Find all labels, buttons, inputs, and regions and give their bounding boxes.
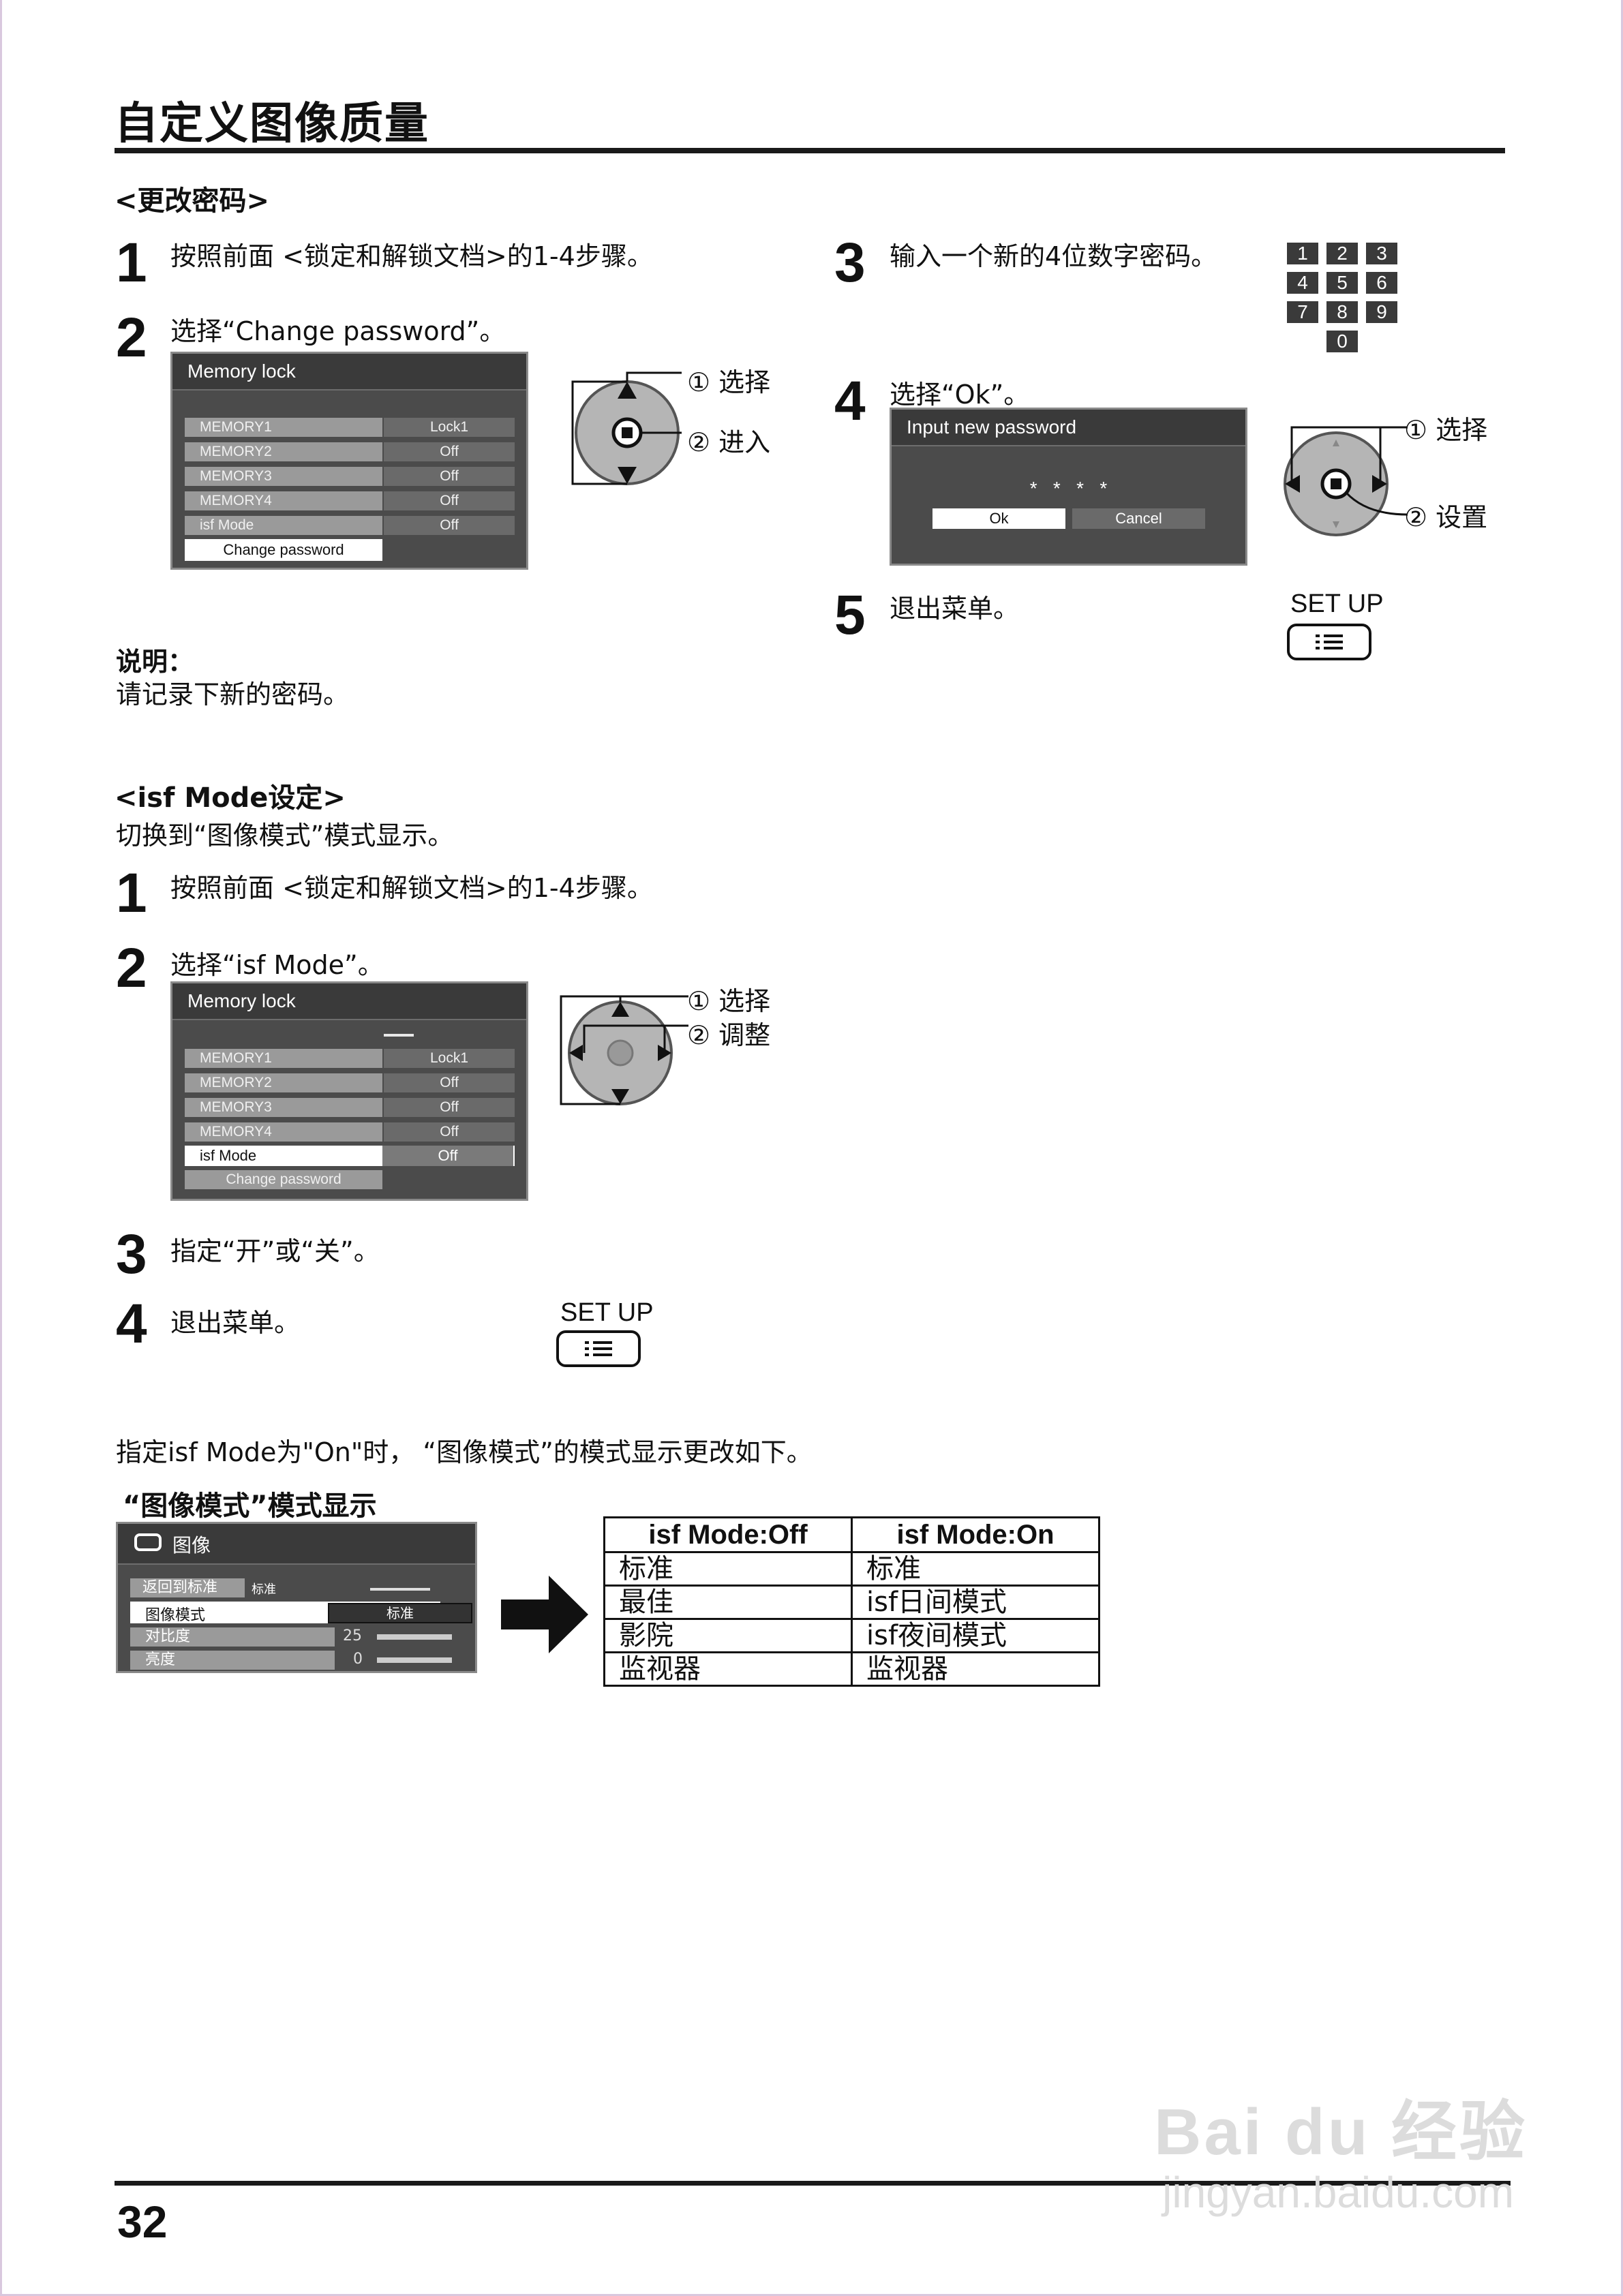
remote2-label-select: ① 选择 [1404,415,1488,445]
remote-dpad-select-enter [571,371,682,485]
isf-step1-number: 1 [116,862,147,924]
menu-row-change-password[interactable]: Change password [185,539,382,561]
key-7[interactable]: 7 [1287,301,1318,323]
remote3-label-select: ① 选择 [687,986,771,1016]
cp-step1-number: 1 [116,232,147,294]
key-6[interactable]: 6 [1366,272,1397,294]
cancel-button[interactable]: Cancel [1072,508,1205,529]
password-dialog: Input new password * * * * Ok Cancel [890,408,1247,566]
menu-title: Memory lock [172,983,526,1020]
contrast-slider[interactable] [377,1634,452,1640]
brightness-label: 亮度 [130,1651,335,1670]
picture-mode-row[interactable]: 图像模式 标准 [130,1602,472,1624]
page-border-bottom [0,2294,1623,2296]
menu-list-icon [585,1341,612,1356]
menu-list-icon [1316,634,1343,649]
menu-row-isf-mode-selected[interactable]: isf Mode Off [185,1146,515,1166]
isf-step2-text: 选择“isf Mode”。 [170,950,384,980]
watermark-url: jingyan.baidu.com [1162,2168,1514,2217]
remote3-label-adjust: ② 调整 [687,1020,771,1050]
page-title: 自定义图像质量 [115,99,429,149]
setup-label-2: SET UP [560,1298,654,1327]
remote-dpad-select-set [1284,426,1408,536]
cp-step5-number: 5 [834,584,866,646]
ok-button[interactable]: Ok [932,508,1065,529]
table-row: 监视器 监视器 [603,1651,1100,1687]
contrast-value: 25 [343,1627,362,1644]
watermark-logo: Bai du 经验 [1153,2096,1528,2169]
brightness-value: 0 [353,1651,363,1668]
memory-lock-menu: Memory lock MEMORY1 Lock1 MEMORY2 Off ME… [170,352,528,570]
page-indicator [384,1034,414,1037]
page-border-right [1621,0,1623,2296]
cp-step5-text: 退出菜单。 [890,594,1020,624]
isf-step1-text: 按照前面 <锁定和解锁文档>的1-4步骤。 [170,873,653,903]
title-rule [115,148,1505,153]
key-1[interactable]: 1 [1287,243,1318,264]
cp-step4-text: 选择“Ok”。 [890,380,1030,410]
cp-step2-number: 2 [116,307,147,369]
key-3[interactable]: 3 [1366,243,1397,264]
header-isf-on: isf Mode:On [851,1516,1100,1553]
isf-step2-number: 2 [116,937,147,999]
picture-mode-label: 图像模式 [145,1607,206,1624]
cp-step1-text: 按照前面 <锁定和解锁文档>的1-4步骤。 [170,241,653,271]
isf-step4-number: 4 [116,1293,147,1355]
isf-mode-heading: <isf Mode设定> [115,782,346,814]
numeric-keypad: 1 2 3 4 5 6 7 8 9 0 [1287,243,1410,358]
remote1-label-enter: ② 进入 [687,427,771,457]
brightness-slider[interactable] [377,1657,452,1663]
remote2-label-set: ② 设置 [1404,502,1488,532]
memory-lock-menu-isf: Memory lock MEMORY1 Lock1 MEMORY2 Off ME… [170,981,528,1201]
cp-step2-text: 选择“Change password”。 [170,316,506,346]
note-title: 说明： [116,647,194,677]
key-8[interactable]: 8 [1326,301,1358,323]
table-header-row: isf Mode:Off isf Mode:On [603,1516,1100,1553]
page-indicator [370,1588,430,1591]
cp-step3-number: 3 [834,232,866,294]
reset-value: 标准 [252,1582,276,1597]
right-arrow-icon [501,1576,588,1653]
menu-title: Memory lock [172,354,526,391]
table-row: 最佳 isf日间模式 [603,1585,1100,1620]
page-number: 32 [117,2196,168,2247]
picture-menu: 图像 返回到标准 标准 图像模式 标准 对比度 25 亮度 0 [116,1522,477,1673]
dialog-title: Input new password [892,410,1245,446]
cp-step3-text: 输入一个新的4位数字密码。 [890,241,1217,271]
mode-display-table: isf Mode:Off isf Mode:On 标准 标准 最佳 isf日间模… [603,1516,1100,1687]
key-2[interactable]: 2 [1326,243,1358,264]
picture-mode-value[interactable]: 标准 [328,1603,472,1623]
isf-step4-text: 退出菜单。 [170,1308,301,1338]
header-isf-off: isf Mode:Off [603,1516,853,1553]
note-text: 请记录下新的密码。 [116,679,350,709]
setup-button-2[interactable] [556,1330,641,1367]
isf-mode-note: 指定isf Mode为"On"时， “图像模式”的模式显示更改如下。 [116,1437,813,1467]
reset-to-standard-button[interactable]: 返回到标准 [130,1578,245,1597]
table-row: 影院 isf夜间模式 [603,1618,1100,1653]
contrast-label: 对比度 [130,1627,335,1647]
cp-step4-number: 4 [834,370,866,432]
isf-step3-text: 指定“开”或“关”。 [170,1236,380,1266]
table-row: 标准 标准 [603,1551,1100,1587]
setup-button-1[interactable] [1287,624,1371,660]
mode-display-title: “图像模式”模式显示 [123,1490,377,1522]
isf-mode-intro: 切换到“图像模式”模式显示。 [116,821,454,851]
page-border-left [0,0,2,2296]
password-mask: * * * * [1029,478,1108,499]
isf-mode-value: Off [382,1146,513,1166]
picture-menu-title: 图像 [172,1534,211,1557]
key-4[interactable]: 4 [1287,272,1318,294]
setup-label-1: SET UP [1290,590,1384,618]
key-5[interactable]: 5 [1326,272,1358,294]
picture-menu-header: 图像 [118,1524,475,1565]
key-0[interactable]: 0 [1326,331,1358,352]
remote1-label-select: ① 选择 [687,367,771,397]
remote-dpad-select-adjust [560,995,688,1105]
tv-icon [134,1533,162,1551]
footer-rule [115,2181,1511,2186]
key-9[interactable]: 9 [1366,301,1397,323]
isf-step3-number: 3 [116,1223,147,1285]
change-password-heading: <更改密码> [115,185,270,217]
